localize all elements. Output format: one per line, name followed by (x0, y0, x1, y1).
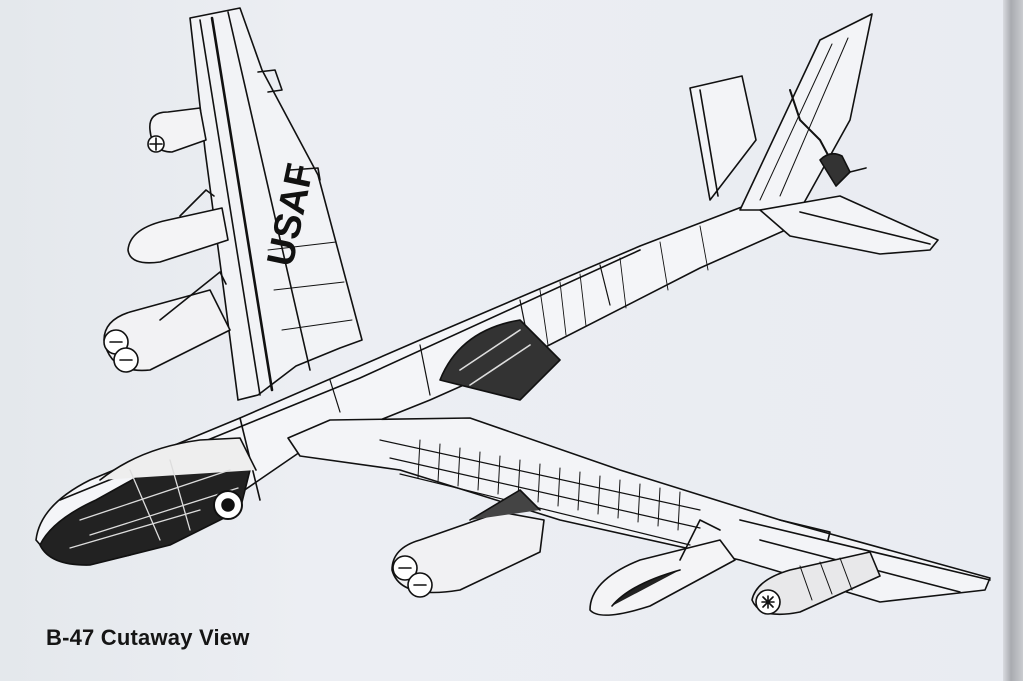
illustration-caption: B-47 Cutaway View (46, 625, 250, 650)
right-external-fuel-tank (589, 519, 736, 616)
left-twin-engine-pod (103, 271, 231, 373)
left-horizontal-stabilizer (689, 75, 757, 201)
right-outboard-engine-cutaway (751, 551, 881, 616)
right-horizontal-stabilizer (759, 195, 939, 255)
vertical-tail (739, 13, 873, 211)
left-outboard-engine (147, 107, 207, 153)
right-wing-cutaway (287, 417, 991, 603)
page-edge-shadow (1003, 0, 1023, 681)
right-twin-engine-pod (391, 489, 545, 598)
tail-gun-turret (819, 152, 867, 187)
left-external-fuel-tank (127, 189, 229, 264)
nose-cockpit-cutaway (39, 437, 257, 566)
mid-fuselage-cutaway (439, 319, 561, 401)
